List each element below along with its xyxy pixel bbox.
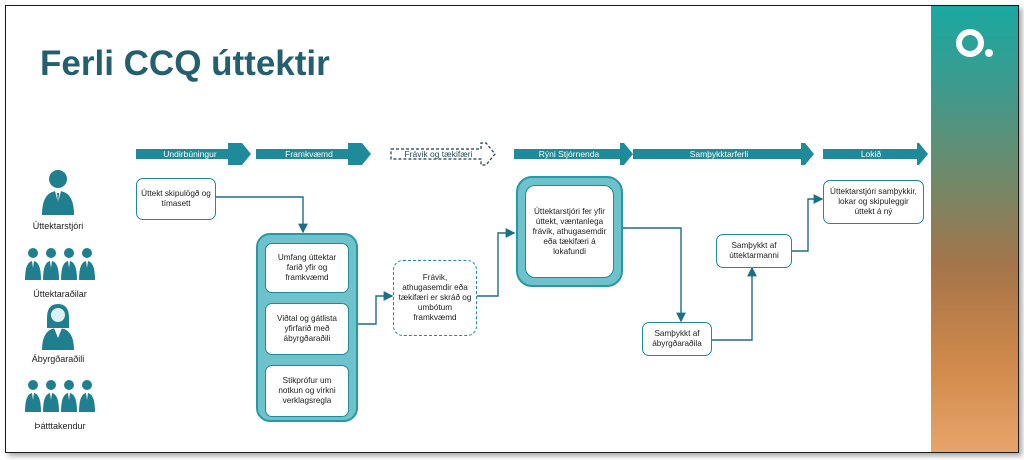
review-container: Úttektarstjóri fer yfir úttekt, væntanle… [516, 176, 623, 287]
stage-label-1: Undirbúningur [163, 149, 217, 159]
stage-arrow-2 [256, 143, 371, 165]
gradient-side-band [931, 6, 1018, 452]
actor-label: Úttektaraðilar [33, 289, 87, 299]
node-plan: Úttekt skipulögð og tímasett [136, 178, 216, 220]
stage-label-4: Rýni Stjórnenda [538, 149, 600, 159]
stage-label-3: Frávik og tækifæri [404, 149, 473, 159]
stage-arrow-6 [823, 143, 928, 165]
node-scope: Umfang úttektar farið yfir og framkvæmd [265, 243, 349, 293]
flow-connectors [136, 142, 928, 341]
stage-label-2: Framkvæmd [285, 149, 333, 159]
stage-arrow-4 [514, 143, 633, 165]
single-male-person-icon [42, 170, 74, 215]
node-approve-owner: Samþykkt af ábyrgðaraðila [642, 322, 712, 356]
node-review: Úttektarstjóri fer yfir úttekt, væntanle… [525, 185, 614, 278]
node-final: Úttektarstjóri samþykkir, lokar og skipu… [823, 180, 924, 224]
group-people-icon [25, 380, 95, 412]
actor-label: Úttektarstjóri [32, 221, 84, 231]
single-female-person-icon [42, 304, 74, 350]
node-deviations: Frávik, athugasemdir eða tækifæri er skr… [393, 260, 477, 336]
stage-arrow-3 [390, 142, 496, 166]
page-title: Ferli CCQ úttektir [40, 44, 330, 83]
slide: Ferli CCQ úttektir Undirbúningur Framkvæ… [5, 5, 1019, 453]
actor-auditors: Úttektaraðilar [24, 246, 96, 301]
node-sample: Stikprófur um notkun og virkni verklagsr… [265, 365, 349, 417]
stage-arrow-1 [136, 143, 251, 165]
actor-label: Ábyrgðaraðili [31, 354, 85, 364]
actor-owner: Ábyrgðaraðili [28, 302, 88, 366]
actor-label: Þátttakendur [34, 421, 86, 431]
stage-label-5: Samþykktarferli [689, 149, 749, 159]
execution-container: Umfang úttektar farið yfir og framkvæmd … [256, 233, 358, 422]
actor-audit-lead: Úttektarstjóri [28, 169, 88, 234]
brand-logo-icon [956, 29, 993, 57]
actor-participants: Þátttakendur [24, 378, 96, 433]
stage-label-6: Lokið [860, 149, 882, 159]
stage-arrow-5 [633, 143, 814, 165]
node-approve-auditor: Samþykkt af úttektarmanni [716, 234, 792, 268]
group-people-icon [25, 248, 95, 280]
node-interview: Viðtal og gátlista yfirfarið með ábyrgða… [265, 303, 349, 355]
